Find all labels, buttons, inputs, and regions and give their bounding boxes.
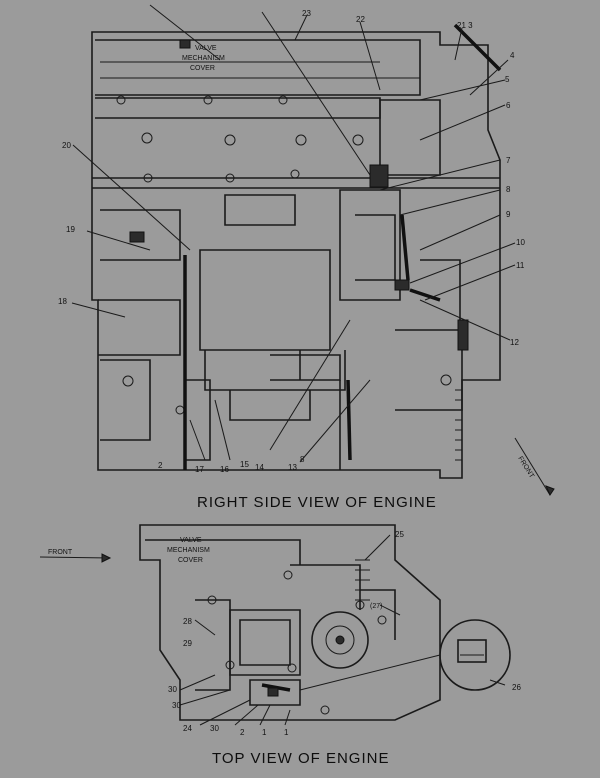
callout-label: 25 xyxy=(395,530,404,539)
note-line: COVER xyxy=(178,557,203,564)
callout-label: 30 xyxy=(168,685,177,694)
callout-label: 7 xyxy=(506,156,511,165)
callout-label: 22 xyxy=(356,15,365,24)
callout-label: 2 xyxy=(158,461,163,470)
front-arrow-right: FRONT xyxy=(514,437,555,497)
callout-label: 20 xyxy=(62,141,71,150)
top-view-caption: TOP VIEW OF ENGINE xyxy=(212,750,390,767)
note-line: VALVE xyxy=(195,45,217,52)
callout-label: 11 xyxy=(516,261,525,270)
note-line: MECHANISM xyxy=(167,547,210,554)
right-side-view-caption: RIGHT SIDE VIEW OF ENGINE xyxy=(197,494,437,511)
front-label: FRONT xyxy=(516,455,535,480)
right-side-view-drawing xyxy=(91,23,502,479)
callout-label: 30 xyxy=(210,724,219,733)
top-view-drawing xyxy=(139,524,511,721)
callout-label: 18 xyxy=(58,297,67,306)
note-line: VALVE xyxy=(180,537,202,544)
callout-label: 2 xyxy=(240,728,245,737)
callout-label: 1 xyxy=(262,728,267,737)
callout-label: 16 xyxy=(220,465,229,474)
right-view-leader-lines xyxy=(71,4,516,463)
top-view-leader-lines xyxy=(179,534,506,726)
callout-label: 8 xyxy=(506,185,511,194)
note-line: COVER xyxy=(190,65,215,72)
callout-label: 19 xyxy=(66,225,75,234)
callout-label: 4 xyxy=(510,51,515,60)
callout-label: 12 xyxy=(510,338,519,347)
callout-label: 13 xyxy=(288,463,297,472)
callout-label: 9 xyxy=(506,210,511,219)
top-view-callouts: 25 28 29 30 30 24 30 2 1 1 26 (27) xyxy=(168,530,521,737)
valve-cover-note-top: VALVE MECHANISM COVER xyxy=(167,537,210,564)
callout-label: 6 xyxy=(506,101,511,110)
callout-label: 24 xyxy=(183,724,192,733)
valve-cover-note-right: VALVE MECHANISM COVER xyxy=(182,45,225,72)
callout-label: 10 xyxy=(516,238,525,247)
callout-label: 29 xyxy=(183,639,192,648)
note-line: MECHANISM xyxy=(182,55,225,62)
right-view-callouts: 20 19 18 23 22 21 3 4 5 6 7 8 9 10 11 12… xyxy=(58,9,525,474)
callout-label: 30 xyxy=(172,701,181,710)
callout-label: 23 xyxy=(302,9,311,18)
callout-label: 1 xyxy=(284,728,289,737)
front-arrow-left: FRONT xyxy=(39,549,112,563)
callout-label: 28 xyxy=(183,617,192,626)
callout-label: 26 xyxy=(512,683,521,692)
callout-label: 8 xyxy=(300,455,305,464)
callout-label: 14 xyxy=(255,463,264,472)
callout-label: (27) xyxy=(370,603,382,610)
callout-label: 15 xyxy=(240,460,249,469)
callout-label: 21 3 xyxy=(457,21,473,30)
callout-label: 17 xyxy=(195,465,204,474)
front-label: FRONT xyxy=(48,549,73,556)
callout-label: 5 xyxy=(505,75,510,84)
